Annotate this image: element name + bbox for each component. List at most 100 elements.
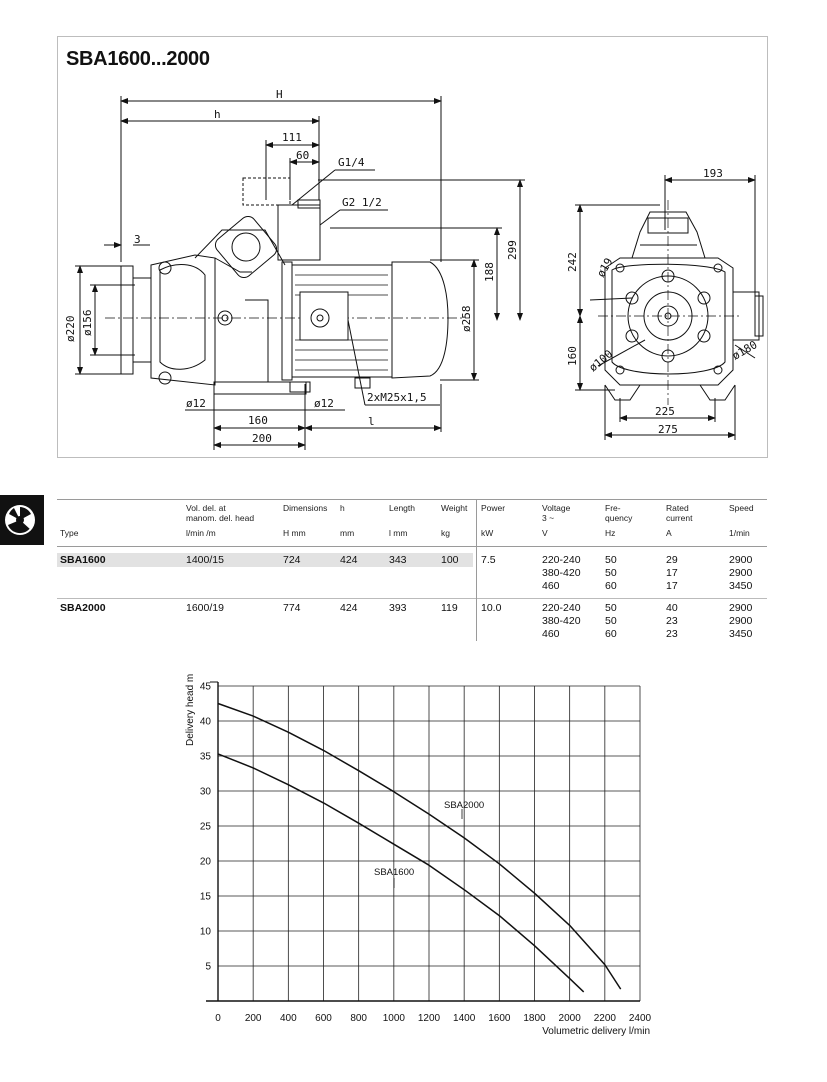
row1-h: 424 — [340, 554, 358, 566]
unit-vol: l/min /m — [186, 528, 216, 538]
table-row-rule — [57, 598, 767, 599]
header-frequency: Fre- quency — [605, 503, 633, 523]
dim-225: 225 — [655, 405, 675, 418]
dim-156: ø156 — [81, 310, 94, 337]
header-weight: Weight — [441, 503, 468, 513]
y-tick-label: 10 — [200, 927, 212, 938]
highlight-row — [57, 553, 473, 567]
y-tick-label: 5 — [205, 962, 211, 973]
dim-193: 193 — [703, 167, 723, 180]
table-divider — [476, 499, 477, 641]
series-line-sba2000 — [217, 702, 622, 990]
row1-kg: 100 — [441, 554, 459, 566]
y-tick-label: 20 — [200, 857, 212, 868]
dim-100: ø100 — [587, 347, 616, 374]
dim-200: 200 — [252, 432, 272, 445]
row2-kw: 10.0 — [481, 602, 502, 614]
y-tick-label: 45 — [200, 682, 212, 693]
unit-speed: 1/min — [729, 528, 750, 538]
dim-12a: ø12 — [186, 397, 206, 410]
dim-258: ø258 — [460, 306, 473, 333]
x-tick-label: 2000 — [559, 1013, 582, 1024]
dim-111: 111 — [282, 131, 302, 144]
row1-hz: 50 50 60 — [605, 554, 617, 592]
drawing-frame — [57, 36, 768, 458]
x-tick-label: 1400 — [453, 1013, 476, 1024]
row1-v: 220-240 380-420 460 — [542, 554, 581, 592]
row1-a: 29 17 17 — [666, 554, 678, 592]
dim-275: 275 — [658, 423, 678, 436]
pump-drawing: H h 111 60 G1/4 G2 1/2 3 ø220 ø156 ø12 ø… — [64, 88, 764, 450]
unit-type: Type — [60, 528, 79, 538]
y-tick-label: 35 — [200, 752, 212, 763]
series-label-sba1600: SBA1600 — [374, 867, 414, 878]
dim-g2: G2 1/2 — [342, 196, 382, 209]
unit-a: A — [666, 528, 672, 538]
y-axis-label: Delivery head m — [185, 674, 196, 746]
dim-188: 188 — [483, 262, 496, 282]
dim-180: ø180 — [730, 338, 759, 363]
unit-v: V — [542, 528, 548, 538]
x-tick-label: 200 — [245, 1013, 262, 1024]
x-axis-label: Volumetric delivery l/min — [542, 1026, 650, 1037]
dim-299: 299 — [506, 240, 519, 260]
dim-H: H — [276, 88, 283, 101]
row1-H: 724 — [283, 554, 301, 566]
row1-type: SBA1600 — [60, 554, 106, 566]
chart-series: SBA1600 SBA2000 — [217, 702, 622, 993]
row1-kw: 7.5 — [481, 554, 496, 566]
x-tick-label: 2400 — [629, 1013, 652, 1024]
unit-kg: kg — [441, 528, 450, 538]
dim-160: 160 — [248, 414, 268, 427]
row2-speed: 2900 2900 3450 — [729, 602, 753, 640]
x-tick-label: 1800 — [523, 1013, 546, 1024]
header-h: h — [340, 503, 345, 513]
dim-3: 3 — [134, 233, 141, 246]
fan-icon — [5, 505, 35, 535]
header-speed: Speed — [729, 503, 754, 513]
x-tick-label: 400 — [280, 1013, 297, 1024]
dim-12b: ø12 — [314, 397, 334, 410]
drawing-title: SBA1600...2000 — [66, 48, 210, 70]
section-tab — [0, 495, 44, 545]
row2-l: 393 — [389, 602, 407, 614]
table-top-rule — [57, 499, 767, 500]
row1-vol: 1400/15 — [186, 554, 224, 566]
row2-H: 774 — [283, 602, 301, 614]
row2-h: 424 — [340, 602, 358, 614]
row2-kg: 119 — [441, 602, 458, 614]
header-dimensions: Dimensions — [283, 503, 328, 513]
table-header-rule — [57, 546, 767, 547]
x-tick-label: 2200 — [594, 1013, 617, 1024]
header-current: Rated current — [666, 503, 693, 523]
header-length: Length — [389, 503, 415, 513]
x-tick-label: 0 — [215, 1013, 221, 1024]
row2-type: SBA2000 — [60, 602, 106, 614]
unit-l: l mm — [389, 528, 408, 538]
dim-220: ø220 — [64, 316, 77, 343]
x-tick-label: 1200 — [418, 1013, 441, 1024]
header-vol: Vol. del. at manom. del. head — [186, 503, 255, 523]
row2-vol: 1600/19 — [186, 602, 224, 614]
row1-l: 343 — [389, 554, 407, 566]
series-label-sba2000: SBA2000 — [444, 800, 484, 811]
dim-h: h — [214, 108, 221, 121]
row2-v: 220-240 380-420 460 — [542, 602, 581, 640]
row2-hz: 50 50 60 — [605, 602, 617, 640]
unit-kw: kW — [481, 528, 494, 538]
y-tick-label: 40 — [200, 717, 212, 728]
unit-hz: Hz — [605, 528, 616, 538]
y-tick-label: 25 — [200, 822, 212, 833]
row2-a: 40 23 23 — [666, 602, 678, 640]
y-tick-label: 30 — [200, 787, 212, 798]
dim-g14: G1/4 — [338, 156, 365, 169]
x-tick-label: 800 — [350, 1013, 367, 1024]
dim-242: 242 — [566, 252, 579, 272]
unit-h: mm — [340, 528, 355, 538]
dim-l: l — [368, 415, 375, 428]
chart-grid — [206, 681, 641, 1002]
y-tick-label: 15 — [200, 892, 212, 903]
x-tick-label: 1600 — [488, 1013, 511, 1024]
